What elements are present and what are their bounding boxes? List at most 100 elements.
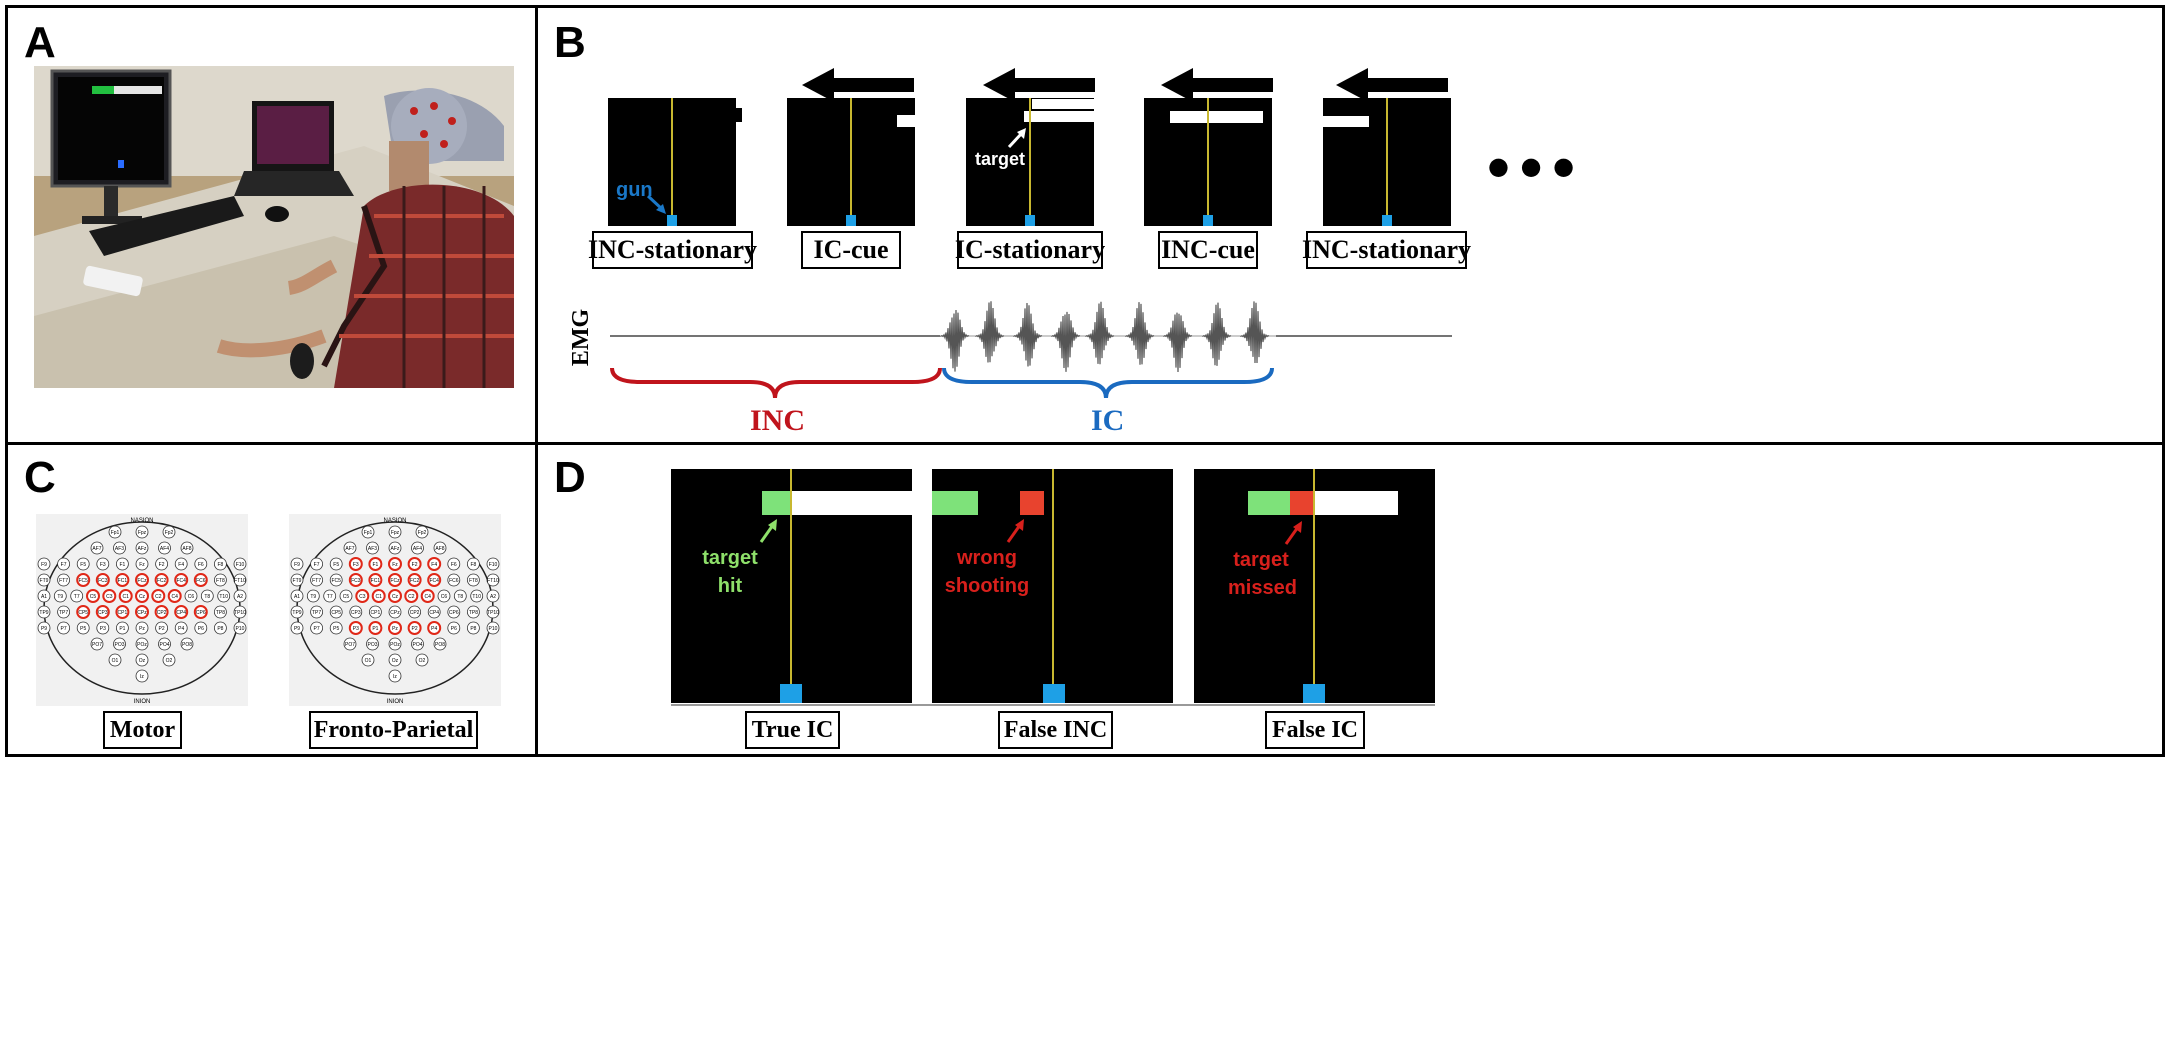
gun-icon xyxy=(1303,684,1325,703)
electrode-label: FT9 xyxy=(293,578,302,584)
electrode-cp6 xyxy=(447,605,461,619)
electrode-cpz xyxy=(388,605,402,619)
electrode-label: C3 xyxy=(106,594,113,600)
electrode-label: FCz xyxy=(137,578,147,584)
aim-line xyxy=(1052,469,1054,685)
electrode-p3 xyxy=(96,621,110,635)
electrode-label: CP2 xyxy=(410,610,420,616)
electrode-label: F6 xyxy=(451,562,457,568)
electrode-fz xyxy=(388,557,402,571)
electrode-label: CP1 xyxy=(371,610,381,616)
electrode-label: F10 xyxy=(236,562,245,568)
electrode-label: AF8 xyxy=(182,546,191,552)
electrode-label: Cz xyxy=(392,594,399,600)
target-hit-segment xyxy=(762,491,791,515)
electrode-p5 xyxy=(329,621,343,635)
nasion-label: NASION xyxy=(130,518,153,524)
electrode-label: PO8 xyxy=(435,642,445,648)
electrode-cp3 xyxy=(95,605,110,619)
electrode-label: F8 xyxy=(217,562,223,568)
electrode-label: F7 xyxy=(61,562,67,568)
electrode-label: Iz xyxy=(140,674,144,680)
electrode-p6 xyxy=(194,621,208,635)
electrode-c5 xyxy=(86,589,100,603)
gun-pointer-arrow xyxy=(646,194,666,214)
electrode-p1 xyxy=(116,621,129,635)
electrode-label: TP10 xyxy=(487,610,499,616)
electrode-label: CP4 xyxy=(429,610,439,616)
electrode-label: FC5 xyxy=(78,578,88,584)
electrode-p4 xyxy=(427,621,442,635)
electrode-label: CPz xyxy=(390,610,400,616)
electrode-fc4 xyxy=(174,573,189,587)
electrode-label: T8 xyxy=(204,594,210,600)
inion-label: INION xyxy=(134,699,151,705)
electrode-label: CP3 xyxy=(351,610,361,616)
electrode-label: C3 xyxy=(359,594,366,600)
electrode-cp3 xyxy=(349,605,363,619)
electrode-label: C4 xyxy=(424,594,431,600)
electrode-label: O1 xyxy=(365,658,372,664)
electrode-c2 xyxy=(404,589,419,603)
electrode-f7 xyxy=(310,557,324,571)
electrode-fc5 xyxy=(76,573,91,587)
electrode-label: Fp2 xyxy=(418,530,427,536)
electrode-label: T7 xyxy=(74,594,80,600)
electrode-label: FT7 xyxy=(312,578,321,584)
condition-box-4: INC-cue xyxy=(1158,231,1258,269)
electrode-po4 xyxy=(158,637,171,651)
arrowhead-icon xyxy=(1161,68,1193,102)
note-line-1: wrong xyxy=(957,547,1017,569)
electrode-label: P6 xyxy=(198,626,204,632)
experiment-photo xyxy=(34,66,514,388)
electrode-f5 xyxy=(76,557,90,571)
electrode-label: FC6 xyxy=(196,578,206,584)
electrode-af8 xyxy=(433,541,447,555)
electrode-ft9 xyxy=(290,573,304,587)
electrode-t7 xyxy=(323,589,337,603)
electrode-c2 xyxy=(151,589,166,603)
electrode-label: TP8 xyxy=(216,610,225,616)
electrode-label: T9 xyxy=(57,594,63,600)
electrode-label: C4 xyxy=(171,594,178,600)
electrode-fp2 xyxy=(162,525,176,539)
electrode-t10 xyxy=(470,589,484,603)
electrode-f9 xyxy=(290,557,304,571)
electrode-f8 xyxy=(466,557,480,571)
emg-burst xyxy=(940,309,970,372)
electrode-po4 xyxy=(411,637,424,651)
electrode-cp4 xyxy=(174,605,189,619)
electrode-a1 xyxy=(37,589,51,603)
electrode-fz xyxy=(135,557,149,571)
electrode-tp8 xyxy=(466,605,480,619)
note-line-2: hit xyxy=(717,575,743,597)
electrode-label: O2 xyxy=(166,658,173,664)
electrode-f8 xyxy=(213,557,227,571)
note-line-2: missed xyxy=(1228,577,1297,599)
wrong-shot-segment xyxy=(1020,491,1044,515)
electrode-label: P9 xyxy=(41,626,47,632)
electrode-label: F2 xyxy=(412,562,418,568)
electrode-c1 xyxy=(118,589,133,603)
electrode-tp10 xyxy=(233,605,247,619)
electrode-label: AF3 xyxy=(368,546,377,552)
electrode-p7 xyxy=(310,621,324,635)
emg-burst xyxy=(1085,301,1115,365)
electrode-cp4 xyxy=(427,605,441,619)
electrode-fc6 xyxy=(447,573,461,587)
electrode-p8 xyxy=(466,621,480,635)
electrode-label: A2 xyxy=(490,594,496,600)
electrode-label: F4 xyxy=(431,562,437,568)
electrode-fc1 xyxy=(368,573,383,587)
target-remaining-segment xyxy=(791,491,912,515)
electrode-af3 xyxy=(113,541,126,555)
electrode-label: PO7 xyxy=(92,642,102,648)
electrode-label: PO4 xyxy=(159,642,169,648)
electrode-p2 xyxy=(407,621,422,635)
hit-pointer-arrow xyxy=(759,519,777,543)
arrowhead-icon xyxy=(802,68,834,102)
electrode-label: Pz xyxy=(392,626,398,632)
